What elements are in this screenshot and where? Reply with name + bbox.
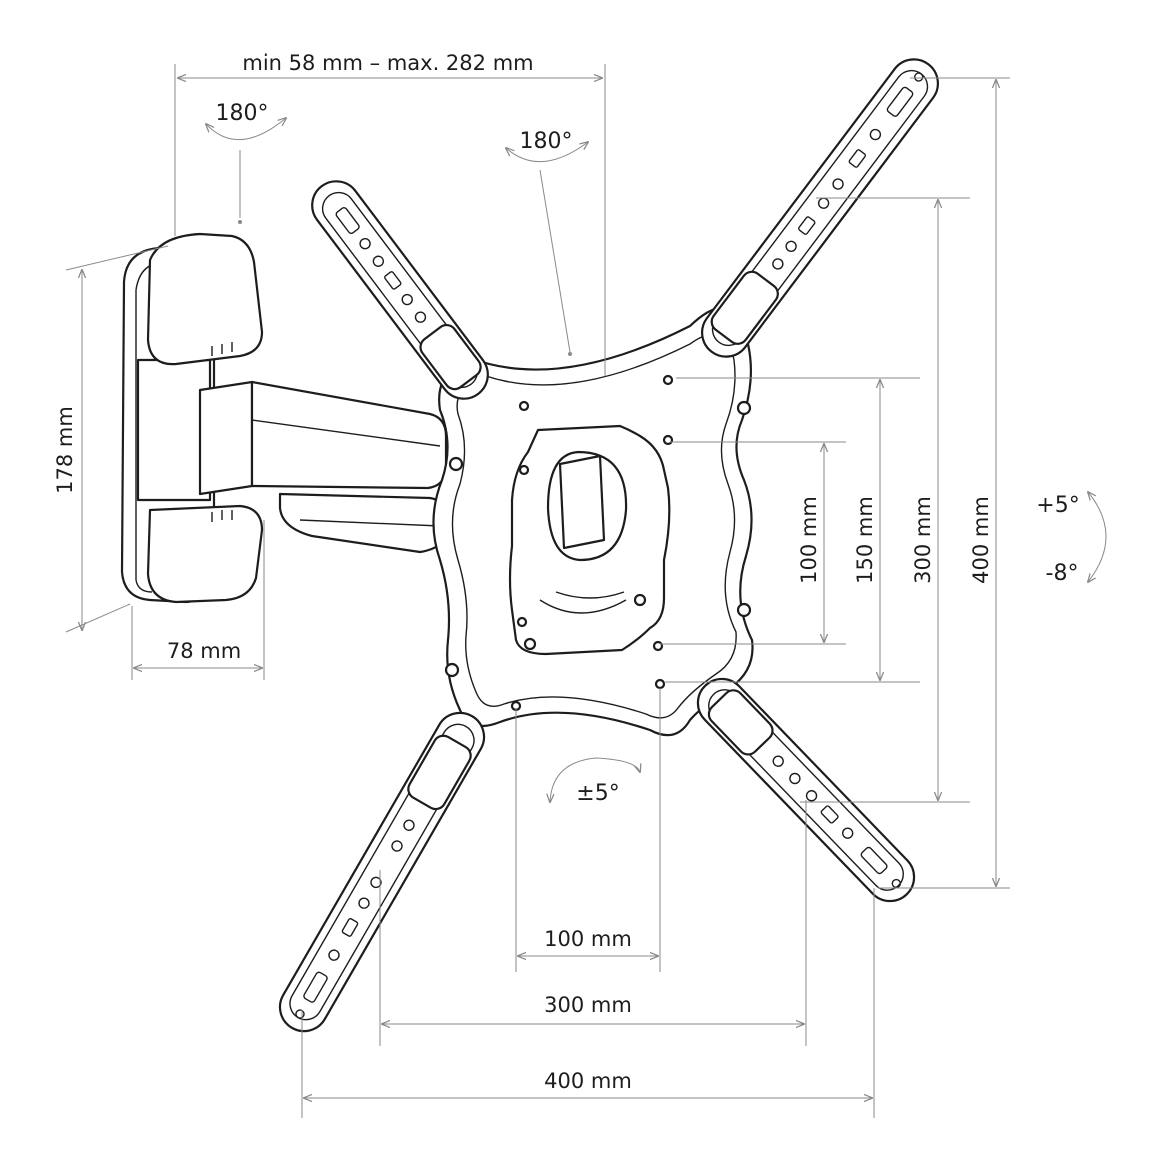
dimension-vertical [660, 77, 1010, 889]
horizontal-400-label: 400 mm [544, 1069, 632, 1093]
tilt-down-label: -8° [1046, 561, 1079, 586]
rail-bottom-right [696, 677, 916, 903]
vertical-150-label: 150 mm [853, 496, 877, 584]
head-rotation-label: 180° [520, 129, 573, 154]
vesa-plate [432, 306, 754, 737]
swing-arm [198, 380, 454, 554]
rail-top-left [311, 180, 489, 400]
dimension-horizontal [301, 688, 875, 1118]
vertical-300-label: 300 mm [911, 496, 935, 584]
plate-width-label: 78 mm [167, 639, 241, 663]
dimension-plate-width [131, 520, 265, 680]
horizontal-100-label: 100 mm [544, 927, 632, 951]
wall-rotation-label: 180° [216, 101, 269, 126]
level-adjust-label: ±5° [576, 781, 619, 806]
tilt-indicator [1088, 492, 1107, 582]
vertical-100-label: 100 mm [797, 496, 821, 584]
wall-bracket-housing [146, 232, 264, 604]
wall-rotation-indicator [206, 118, 286, 224]
rail-top-right [701, 58, 939, 358]
head-rotation-indicator [506, 142, 588, 356]
plate-height-label: 178 mm [53, 406, 77, 494]
vertical-400-label: 400 mm [969, 496, 993, 584]
tilt-up-label: +5° [1036, 493, 1079, 518]
rail-bottom-left [278, 711, 486, 1033]
dimension-plate-height [65, 245, 169, 633]
horizontal-300-label: 300 mm [544, 993, 632, 1017]
dimension-arm-reach [174, 64, 606, 376]
arm-reach-label: min 58 mm – max. 282 mm [242, 51, 533, 75]
level-adjust-indicator [550, 757, 640, 802]
